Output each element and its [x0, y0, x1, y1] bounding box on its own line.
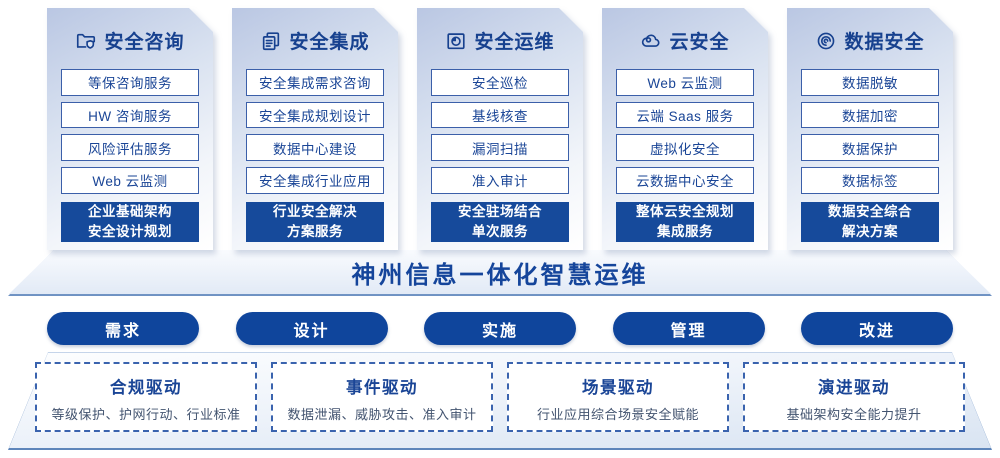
service-item: 安全集成行业应用: [246, 167, 384, 194]
highlight-box: 安全驻场结合 单次服务: [431, 202, 569, 243]
pill-implement: 实施: [424, 312, 576, 345]
driver-compliance: 合规驱动 等级保护、护网行动、行业标准: [35, 362, 257, 432]
column-header: 安全运维: [431, 27, 569, 54]
column-header: 安全咨询: [61, 27, 199, 54]
service-item: Web 云监测: [616, 69, 754, 96]
highlight-line: 集成服务: [657, 223, 713, 239]
service-item: HW 咨询服务: [61, 102, 199, 129]
highlight-line: 方案服务: [287, 223, 343, 239]
service-item: 虚拟化安全: [616, 134, 754, 161]
fingerprint-icon: [815, 30, 837, 52]
service-item: 云数据中心安全: [616, 167, 754, 194]
banner-title: 神州信息一体化智慧运维: [351, 261, 649, 289]
drivers-row: 合规驱动 等级保护、护网行动、行业标准 事件驱动 数据泄漏、威胁攻击、准入审计 …: [35, 362, 965, 432]
service-item: 安全集成规划设计: [246, 102, 384, 129]
highlight-line: 安全设计规划: [88, 223, 172, 239]
driver-incident: 事件驱动 数据泄漏、威胁攻击、准入审计: [271, 362, 493, 432]
driver-evolution: 演进驱动 基础架构安全能力提升: [743, 362, 965, 432]
driver-desc: 行业应用综合场景安全赋能: [536, 407, 699, 422]
service-item: 等保咨询服务: [61, 69, 199, 96]
highlight-line: 数据安全综合: [828, 203, 912, 219]
column-cloud-security: 云安全 Web 云监测 云端 Saas 服务 虚拟化安全 云数据中心安全 整体云…: [602, 8, 768, 250]
column-title: 安全运维: [474, 32, 555, 53]
highlight-line: 安全驻场结合: [458, 203, 542, 219]
driver-title: 场景驱动: [582, 379, 654, 397]
highlight-line: 行业安全解决: [273, 203, 357, 219]
banner-trapezoid: 神州信息一体化智慧运维: [8, 250, 992, 296]
column-title: 安全咨询: [104, 32, 185, 53]
highlight-box: 行业安全解决 方案服务: [246, 202, 384, 243]
highlight-box: 企业基础架构 安全设计规划: [61, 202, 199, 243]
column-security-consulting: 安全咨询 等保咨询服务 HW 咨询服务 风险评估服务 Web 云监测 企业基础架…: [47, 8, 213, 250]
service-item: 风险评估服务: [61, 134, 199, 161]
column-security-integration: 安全集成 安全集成需求咨询 安全集成规划设计 数据中心建设 安全集成行业应用 行…: [232, 8, 398, 250]
column-header: 安全集成: [246, 27, 384, 54]
driver-title: 事件驱动: [346, 379, 418, 397]
service-item: 安全巡检: [431, 69, 569, 96]
service-item: 数据标签: [801, 167, 939, 194]
documents-icon: [260, 30, 282, 52]
driver-desc: 等级保护、护网行动、行业标准: [51, 407, 241, 422]
cloud-icon: [640, 30, 662, 52]
driver-desc: 数据泄漏、威胁攻击、准入审计: [287, 407, 477, 422]
pill-design: 设计: [235, 312, 388, 345]
service-item: Web 云监测: [61, 167, 199, 194]
service-item: 安全集成需求咨询: [246, 69, 384, 96]
pill-manage: 管理: [612, 312, 765, 345]
driver-title: 合规驱动: [110, 379, 182, 397]
highlight-line: 单次服务: [472, 223, 528, 239]
driver-scenario: 场景驱动 行业应用综合场景安全赋能: [507, 362, 729, 432]
highlight-line: 整体云安全规划: [636, 203, 734, 219]
column-header: 数据安全: [801, 27, 939, 54]
folder-chart-icon: [445, 30, 467, 52]
column-title: 安全集成: [289, 32, 370, 53]
service-item: 准入审计: [431, 167, 569, 194]
service-item: 漏洞扫描: [431, 134, 569, 161]
service-item: 数据保护: [801, 134, 939, 161]
driver-desc: 基础架构安全能力提升: [786, 407, 922, 422]
driver-title: 演进驱动: [818, 379, 890, 397]
highlight-box: 整体云安全规划 集成服务: [616, 202, 754, 243]
highlight-line: 解决方案: [842, 223, 898, 239]
column-header: 云安全: [616, 27, 754, 54]
service-item: 数据加密: [801, 102, 939, 129]
column-data-security: 数据安全 数据脱敏 数据加密 数据保护 数据标签 数据安全综合 解决方案: [787, 8, 953, 250]
folder-shield-icon: [75, 30, 97, 52]
highlight-line: 企业基础架构: [88, 203, 172, 219]
service-item: 基线核查: [431, 102, 569, 129]
column-title: 云安全: [669, 32, 730, 53]
column-title: 数据安全: [844, 32, 925, 53]
service-columns-row: 安全咨询 等保咨询服务 HW 咨询服务 风险评估服务 Web 云监测 企业基础架…: [47, 8, 953, 250]
service-item: 云端 Saas 服务: [616, 102, 754, 129]
pill-improve: 改进: [801, 312, 953, 345]
process-pills-row: 需求 设计 实施 管理 改进: [47, 312, 953, 345]
service-item: 数据中心建设: [246, 134, 384, 161]
pill-demand: 需求: [47, 312, 199, 345]
column-security-operations: 安全运维 安全巡检 基线核查 漏洞扫描 准入审计 安全驻场结合 单次服务: [417, 8, 583, 250]
highlight-box: 数据安全综合 解决方案: [801, 202, 939, 243]
service-item: 数据脱敏: [801, 69, 939, 96]
banner-fill: 神州信息一体化智慧运维: [9, 250, 991, 294]
